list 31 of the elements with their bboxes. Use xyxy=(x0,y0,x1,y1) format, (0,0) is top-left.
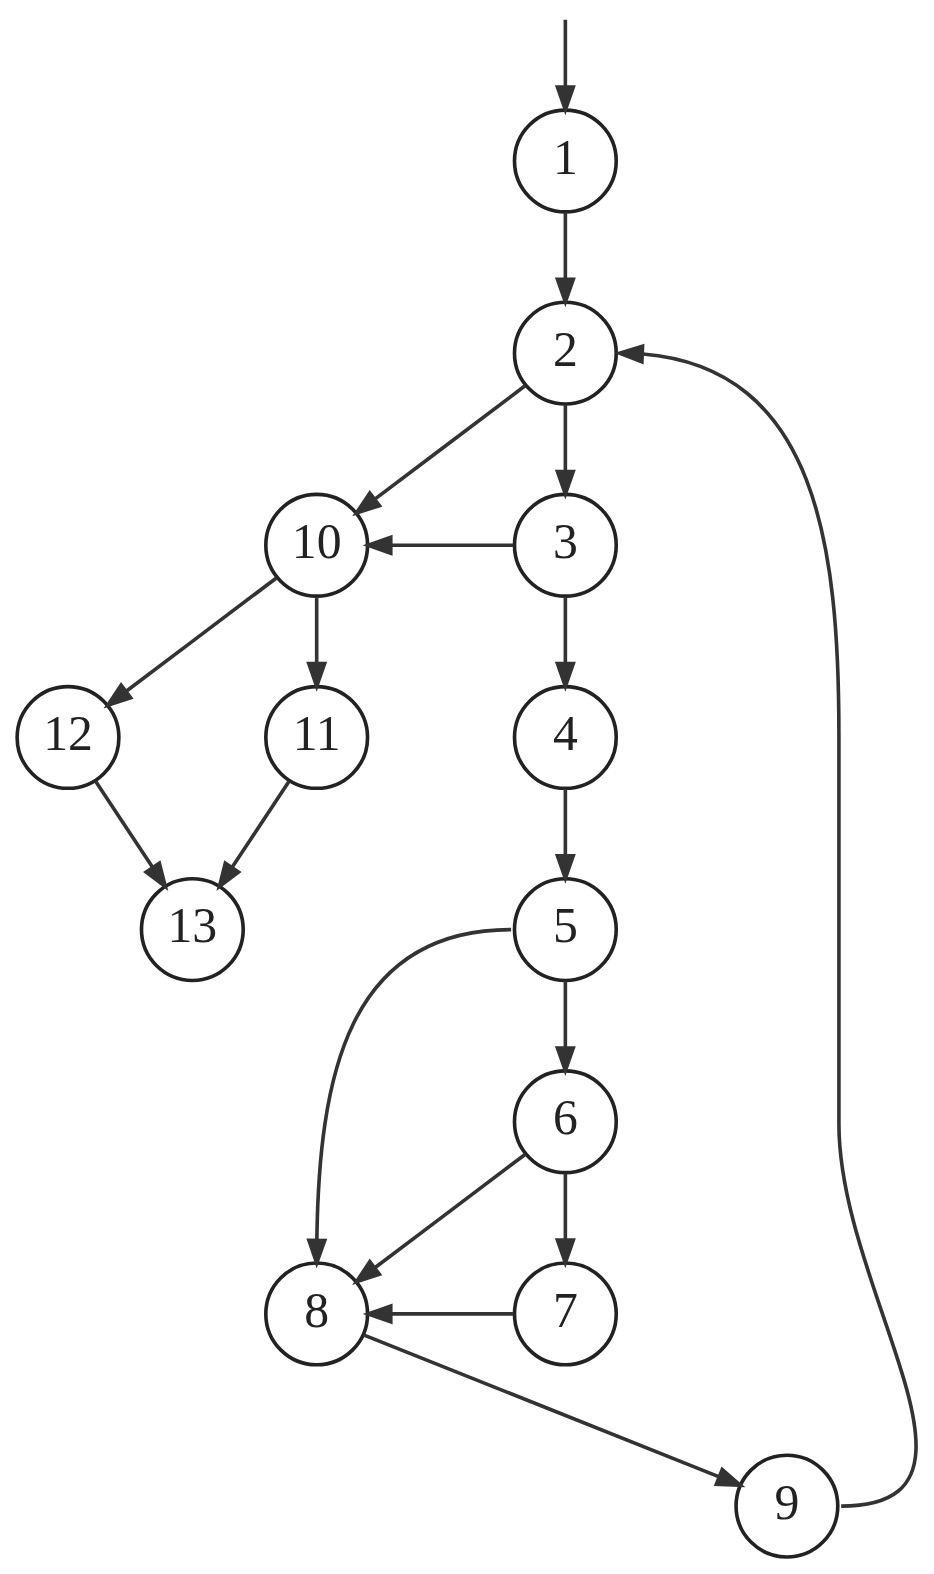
node-circle: 9 xyxy=(734,1452,840,1559)
node-circle: 13 xyxy=(139,876,245,982)
arrow xyxy=(554,19,576,115)
arrow xyxy=(554,788,576,884)
arrow xyxy=(216,779,291,891)
node-circle: 4 xyxy=(512,684,619,790)
arrow xyxy=(554,1172,576,1268)
node-circle: 1 xyxy=(512,107,619,214)
arrow xyxy=(614,343,918,1508)
arrow xyxy=(306,927,512,1269)
node-circle: 12 xyxy=(15,684,121,790)
arrow xyxy=(352,383,527,516)
arrow xyxy=(362,1302,514,1324)
arrow xyxy=(554,596,576,692)
node-circle: 5 xyxy=(512,876,619,982)
node-circle: 6 xyxy=(512,1068,619,1174)
node-circle: 8 xyxy=(264,1260,370,1367)
arrow xyxy=(554,404,576,500)
arrow xyxy=(103,575,278,708)
arrow xyxy=(94,779,169,891)
arrow xyxy=(352,1152,527,1285)
arrow xyxy=(362,534,514,556)
arrow xyxy=(554,212,576,307)
arrow xyxy=(362,1332,746,1487)
node-circle: 3 xyxy=(512,492,619,598)
node-circle: 7 xyxy=(512,1260,619,1367)
arrow xyxy=(554,980,576,1076)
node-circle: 11 xyxy=(264,684,370,790)
node-circle: 10 xyxy=(264,492,370,598)
node-circle: 2 xyxy=(512,299,619,406)
arrow xyxy=(306,596,328,692)
